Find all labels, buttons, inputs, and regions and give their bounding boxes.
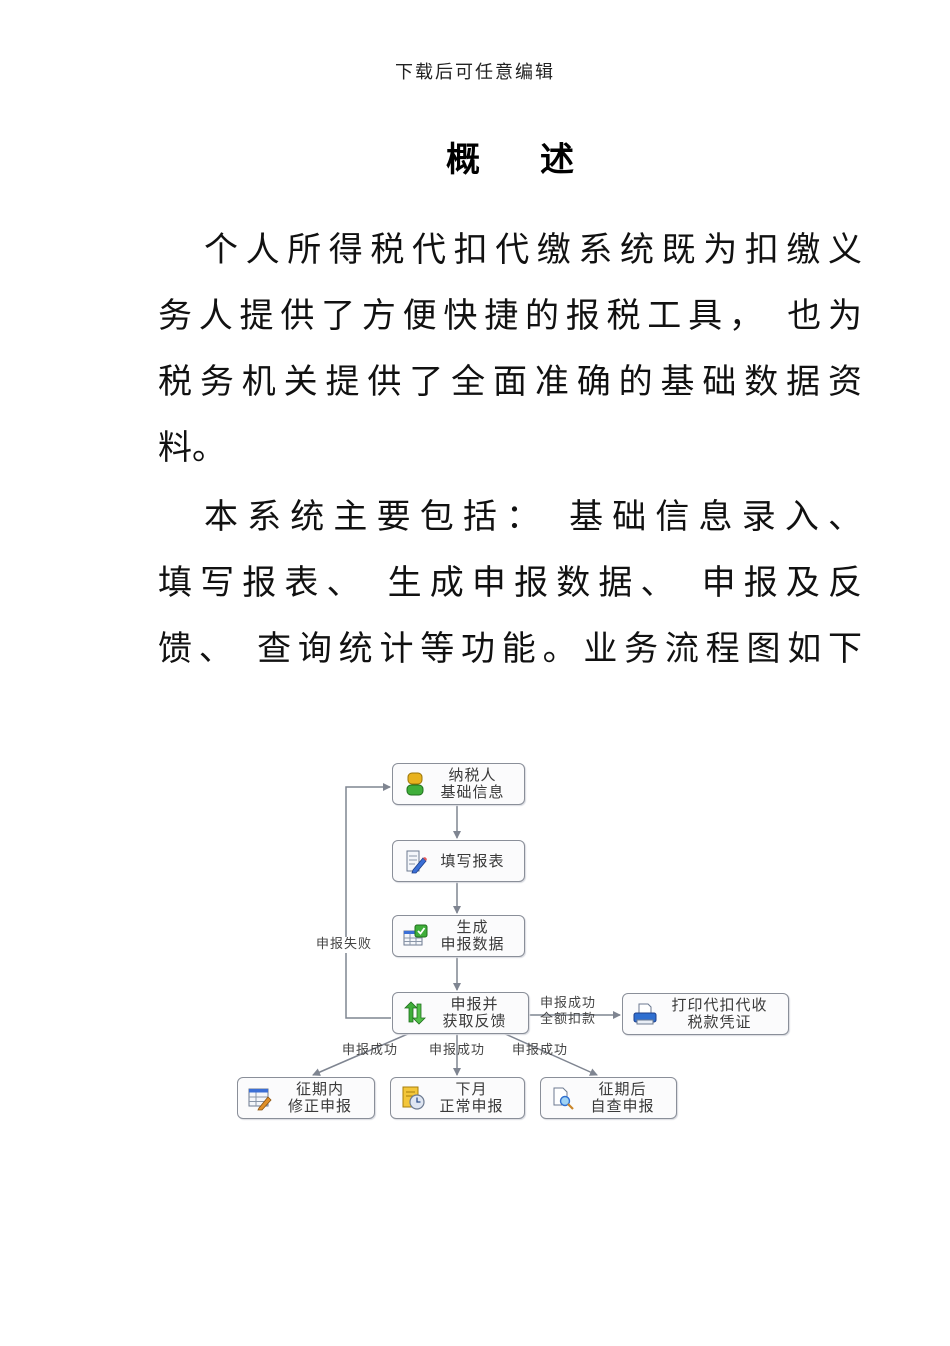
user-icon bbox=[403, 771, 427, 797]
clock-document-icon bbox=[401, 1085, 425, 1111]
node-label-line: 征期内 bbox=[295, 1080, 344, 1098]
node-label-line: 基础信息 bbox=[440, 783, 505, 801]
node-label-line: 申报数据 bbox=[440, 935, 505, 953]
paragraph-line: 税务机关提供了全面准确的基础数据资 bbox=[158, 362, 862, 402]
node-label-line: 自查申报 bbox=[590, 1097, 655, 1115]
paragraph-line: 料。 bbox=[158, 428, 226, 468]
node-label-line: 下月 bbox=[455, 1080, 488, 1098]
node-label-line: 获取反馈 bbox=[442, 1012, 507, 1030]
edit-document-icon bbox=[403, 848, 427, 874]
flow-node-self-check: 征期后 自查申报 bbox=[540, 1077, 677, 1119]
flow-node-taxpayer-info: 纳税人 基础信息 bbox=[392, 763, 525, 805]
node-label-line: 纳税人 bbox=[448, 766, 497, 784]
edge-label-success-self-check: 申报成功 bbox=[512, 1043, 569, 1058]
node-label-line: 正常申报 bbox=[439, 1097, 504, 1115]
intro-paragraph: 个人所得税代扣代缴系统既为扣缴义 务人提供了方便快捷的报税工具， 也为 税务机关… bbox=[158, 217, 862, 481]
paragraph-line: 个人所得税代扣代缴系统既为扣缴义 bbox=[204, 230, 862, 270]
node-label-line: 申报并 bbox=[450, 995, 499, 1013]
edge-label-line: 全额扣款 bbox=[540, 1012, 597, 1027]
flow-node-next-month: 下月 正常申报 bbox=[390, 1077, 525, 1119]
title-char-1: 概 bbox=[446, 140, 480, 180]
table-edit-icon bbox=[248, 1085, 272, 1111]
paragraph-line: 本系统主要包括： 基础信息录入、 bbox=[204, 497, 862, 537]
flow-node-amend-in-period: 征期内 修正申报 bbox=[237, 1077, 375, 1119]
paragraph-line: 填写报表、 生成申报数据、 申报及反 bbox=[158, 563, 862, 603]
edge-label-success-next-month: 申报成功 bbox=[429, 1043, 486, 1058]
edge-label-success-full-deduction: 申报成功 全额扣款 bbox=[540, 996, 596, 1028]
magnifier-document-icon bbox=[551, 1085, 575, 1111]
page-header-note: 下载后可任意编辑 bbox=[395, 62, 555, 83]
node-label-line: 修正申报 bbox=[287, 1097, 352, 1115]
node-label-line: 生成 bbox=[456, 918, 489, 936]
flow-node-fill-report: 填写报表 bbox=[392, 840, 525, 882]
printer-icon bbox=[633, 1001, 657, 1027]
paragraph-line: 馈、 查询统计等功能。业务流程图如下 bbox=[158, 629, 862, 669]
node-label-line: 征期后 bbox=[598, 1080, 647, 1098]
title-char-2: 述 bbox=[540, 140, 574, 180]
edge-label-declare-failed: 申报失败 bbox=[316, 937, 373, 953]
edge-label-line: 申报成功 bbox=[540, 996, 597, 1011]
edge-label-success-amend: 申报成功 bbox=[342, 1043, 399, 1058]
refresh-arrows-icon bbox=[403, 1000, 427, 1026]
paragraph-line: 务人提供了方便快捷的报税工具， 也为 bbox=[158, 296, 862, 336]
features-paragraph: 本系统主要包括： 基础信息录入、 填写报表、 生成申报数据、 申报及反 馈、 查… bbox=[158, 484, 862, 682]
flow-node-declare-feedback: 申报并 获取反馈 bbox=[392, 992, 529, 1034]
node-label-line: 税款凭证 bbox=[687, 1013, 752, 1031]
node-label-line: 打印代扣代收 bbox=[671, 996, 768, 1014]
node-label-line: 填写报表 bbox=[440, 851, 505, 870]
flow-node-print-voucher: 打印代扣代收 税款凭证 bbox=[622, 993, 789, 1035]
page-title: 概述 bbox=[0, 132, 950, 181]
table-check-icon bbox=[403, 923, 428, 949]
flow-node-generate-data: 生成 申报数据 bbox=[392, 915, 525, 957]
